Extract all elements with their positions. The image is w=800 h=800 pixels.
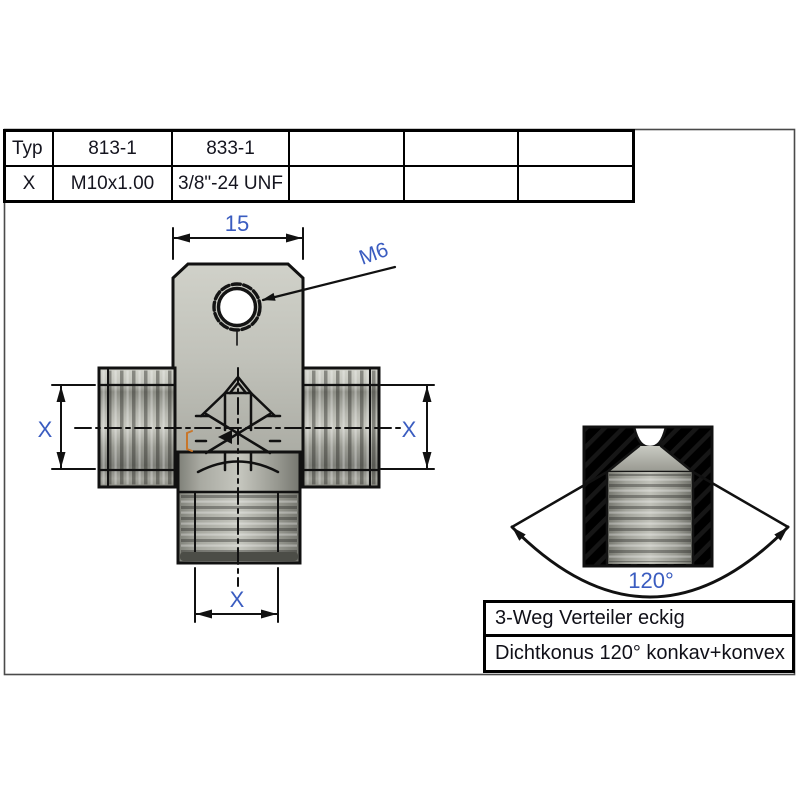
table-value-typ-813: 813-1 bbox=[54, 132, 171, 165]
title-block: 3-Weg Verteiler eckig Dichtkonus 120° ko… bbox=[483, 600, 795, 673]
dim-m6-label: M6 bbox=[356, 238, 391, 270]
section-view: 120° bbox=[510, 424, 790, 599]
dim-x-bottom-label: X bbox=[230, 587, 245, 612]
dim-x-right: X bbox=[380, 384, 435, 470]
artifact-mark bbox=[186, 430, 193, 452]
dim-120-label: 120° bbox=[628, 568, 674, 593]
table-cell-empty bbox=[290, 167, 403, 200]
table-value-typ-833: 833-1 bbox=[173, 132, 288, 165]
table-header-typ: Typ bbox=[6, 132, 52, 165]
table-header-x: X bbox=[6, 167, 52, 200]
table-cell-empty bbox=[405, 132, 517, 165]
parameter-table: Typ 813-1 833-1 X M10x1.00 3/8"-24 UNF bbox=[3, 129, 635, 203]
table-cell-empty bbox=[405, 167, 517, 200]
section-outline bbox=[582, 425, 714, 568]
dim-x-left-label: X bbox=[38, 417, 53, 442]
title-line-2: Dichtkonus 120° konkav+konvex bbox=[486, 637, 792, 670]
tab-hole bbox=[212, 282, 262, 346]
dim-x-left: X bbox=[38, 384, 96, 470]
table-value-x-813: M10x1.00 bbox=[54, 167, 171, 200]
table-cell-empty bbox=[519, 167, 632, 200]
dim-x-right-label: X bbox=[402, 417, 417, 442]
title-line-1: 3-Weg Verteiler eckig bbox=[486, 603, 792, 634]
centerlines bbox=[74, 367, 404, 587]
table-value-x-833: 3/8"-24 UNF bbox=[173, 167, 288, 200]
dim-15-label: 15 bbox=[225, 211, 249, 236]
dim-cone-angle: 120° bbox=[510, 470, 790, 599]
table-cell-empty bbox=[519, 132, 632, 165]
section-bore bbox=[605, 470, 695, 566]
dim-tab-width: 15 bbox=[172, 211, 304, 260]
dim-x-bottom: X bbox=[194, 567, 279, 623]
front-view bbox=[74, 262, 404, 587]
table-cell-empty bbox=[290, 132, 403, 165]
seal-cone bbox=[607, 446, 693, 472]
